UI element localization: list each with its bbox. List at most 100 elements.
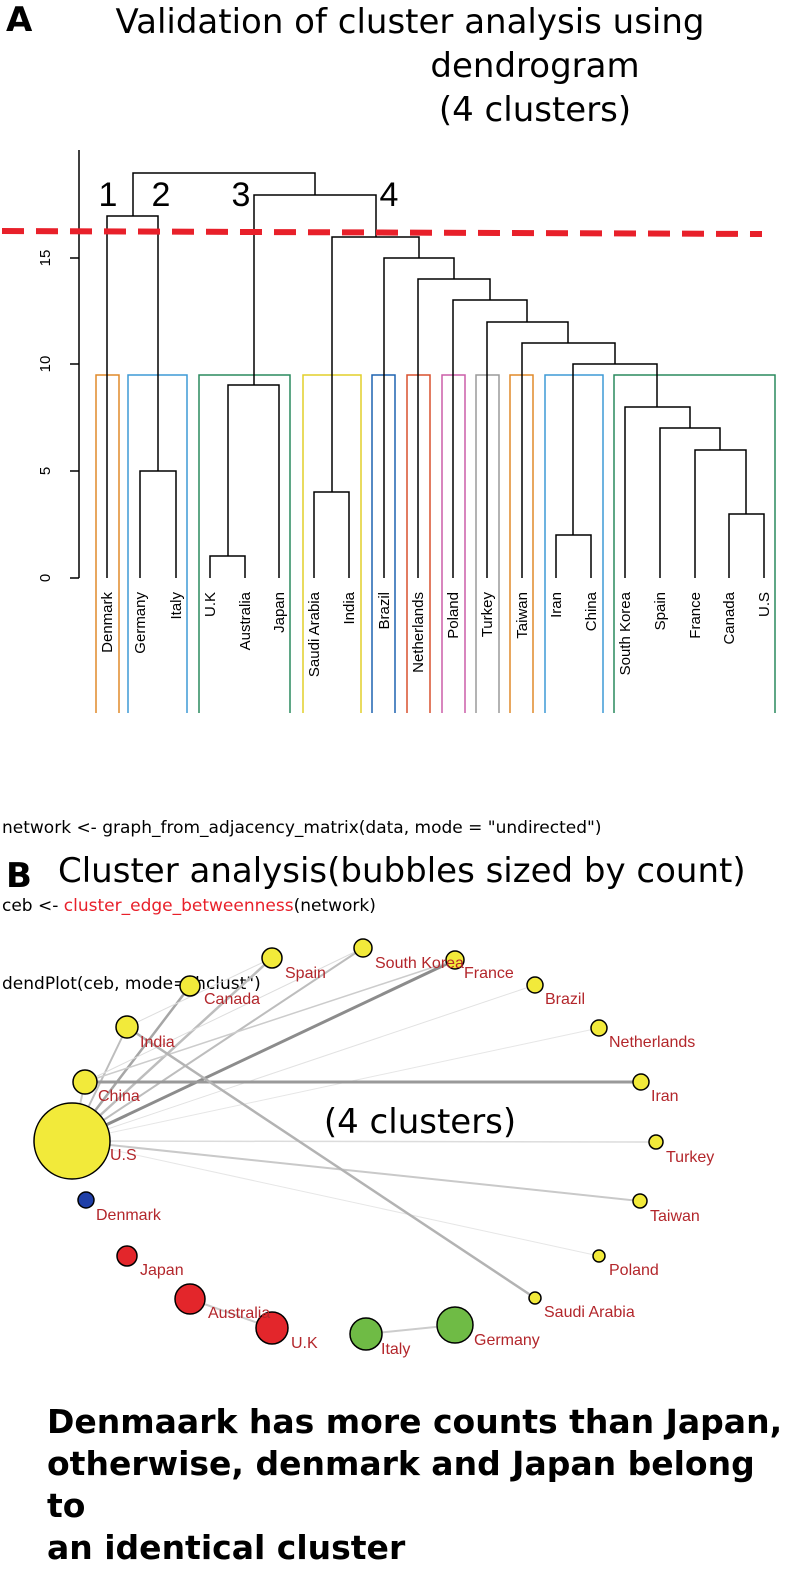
node-label: U.K xyxy=(291,1335,318,1352)
dendrogram-branches xyxy=(106,172,765,578)
code-line-1: network <- graph_from_adjacency_matrix(d… xyxy=(2,818,602,838)
node-germany xyxy=(436,1306,474,1344)
branch xyxy=(417,278,491,578)
node-label: Turkey xyxy=(666,1149,714,1166)
cluster-number: 4 xyxy=(380,176,399,214)
community-box xyxy=(198,374,291,713)
leaf-label: Poland xyxy=(445,592,462,639)
caption-note: Denmaark has more counts than Japan, oth… xyxy=(47,1402,783,1567)
branch xyxy=(555,534,592,578)
node-label: Brazil xyxy=(545,991,585,1008)
node-india xyxy=(115,1015,139,1039)
node-china xyxy=(72,1069,98,1095)
node-labels: U.S China India Canada Spain South Korea… xyxy=(96,955,714,1358)
node-label: France xyxy=(464,965,514,982)
code-line-2: ceb <- cluster_edge_betweenness(network) xyxy=(2,893,601,919)
y-tick-label: 10 xyxy=(37,356,54,373)
network-nodes xyxy=(33,938,664,1351)
node-label: Saudi Arabia xyxy=(544,1304,635,1321)
y-tick-label: 5 xyxy=(37,467,54,475)
y-tick-label: 15 xyxy=(37,250,54,267)
edge xyxy=(126,957,273,1028)
leaf-label: Brazil xyxy=(376,592,393,630)
leaf-label: Canada xyxy=(721,591,738,644)
node-label: Germany xyxy=(474,1332,540,1349)
edge xyxy=(71,947,364,1142)
node-label: U.S xyxy=(110,1147,137,1164)
edge xyxy=(84,947,364,1083)
dendrogram: 0 5 10 15 xyxy=(1,150,776,713)
leaf-label: Spain xyxy=(652,592,669,630)
leaf-label: Australia xyxy=(237,591,254,650)
leaf-label: Germany xyxy=(132,592,149,654)
edge xyxy=(71,1140,657,1143)
node-saudi-arabia xyxy=(528,1291,542,1305)
code-line-2-prefix: ceb <- xyxy=(2,896,64,916)
cut-line xyxy=(1,228,763,237)
branch xyxy=(521,342,616,578)
leaf-label: Saudi Arabia xyxy=(306,591,323,677)
branch xyxy=(227,384,280,578)
leaf-label: India xyxy=(341,591,358,624)
node-uk xyxy=(255,1311,289,1345)
edge xyxy=(71,984,536,1142)
leaf-label: Italy xyxy=(168,592,185,620)
branch xyxy=(106,215,159,578)
branch xyxy=(139,470,177,578)
node-canada xyxy=(179,975,201,997)
node-label: India xyxy=(140,1034,175,1051)
node-brazil xyxy=(526,976,544,994)
node-label: Iran xyxy=(651,1088,679,1105)
leaf-label: France xyxy=(687,592,704,639)
cluster-number: 1 xyxy=(99,176,118,214)
node-label: Australia xyxy=(208,1305,270,1322)
node-label: Spain xyxy=(285,965,326,982)
node-label: Denmark xyxy=(96,1207,162,1224)
node-label: Japan xyxy=(140,1262,184,1279)
branch xyxy=(624,406,691,578)
branch xyxy=(132,172,316,216)
node-label: Poland xyxy=(609,1262,659,1279)
branch xyxy=(572,363,658,535)
panel-b-title: Cluster analysis(bubbles sized by count) xyxy=(58,851,746,891)
edge xyxy=(84,959,456,1083)
r-code-block: network <- graph_from_adjacency_matrix(d… xyxy=(2,763,601,1023)
panel-a-letter: A xyxy=(6,0,33,40)
node-netherlands xyxy=(590,1019,608,1037)
node-taiwan xyxy=(632,1193,648,1209)
branch xyxy=(253,194,377,385)
leaf-label: Denmark xyxy=(99,592,116,653)
branch xyxy=(331,236,420,492)
node-turkey xyxy=(648,1134,664,1150)
leaf-label: Turkey xyxy=(479,592,496,638)
leaf-label: U.S xyxy=(756,592,773,617)
edge xyxy=(70,956,274,1143)
node-south-korea xyxy=(353,938,373,958)
cluster-number: 2 xyxy=(152,176,171,214)
node-label: China xyxy=(98,1088,140,1105)
cluster-number: 3 xyxy=(232,176,251,214)
branch xyxy=(209,555,246,578)
leaf-label: South Korea xyxy=(617,591,634,675)
panel-a-title: Validation of cluster analysis using den… xyxy=(60,0,760,132)
panel-a-title-line2: dendrogram xyxy=(430,46,640,86)
node-japan xyxy=(116,1245,138,1267)
edge xyxy=(71,1140,641,1202)
leaf-label: Netherlands xyxy=(410,592,427,673)
leaf-labels: Denmark Germany Italy U.K Australia Japa… xyxy=(99,591,773,677)
panel-a-title-line1: Validation of cluster analysis using xyxy=(115,2,705,42)
edge xyxy=(71,1027,600,1142)
network-graph: U.S China India Canada Spain South Korea… xyxy=(33,938,714,1358)
branch xyxy=(728,513,765,578)
node-denmark xyxy=(77,1191,95,1209)
leaf-label: Taiwan xyxy=(514,592,531,639)
node-us xyxy=(33,1102,111,1180)
leaf-label: Japan xyxy=(271,592,288,633)
community-boxes xyxy=(95,374,776,713)
y-tick-label: 0 xyxy=(37,574,54,582)
edge xyxy=(70,958,457,1143)
edge xyxy=(125,1025,537,1300)
edge xyxy=(71,1140,600,1257)
code-line-2-suffix: (network) xyxy=(293,896,376,916)
node-italy xyxy=(349,1317,383,1351)
